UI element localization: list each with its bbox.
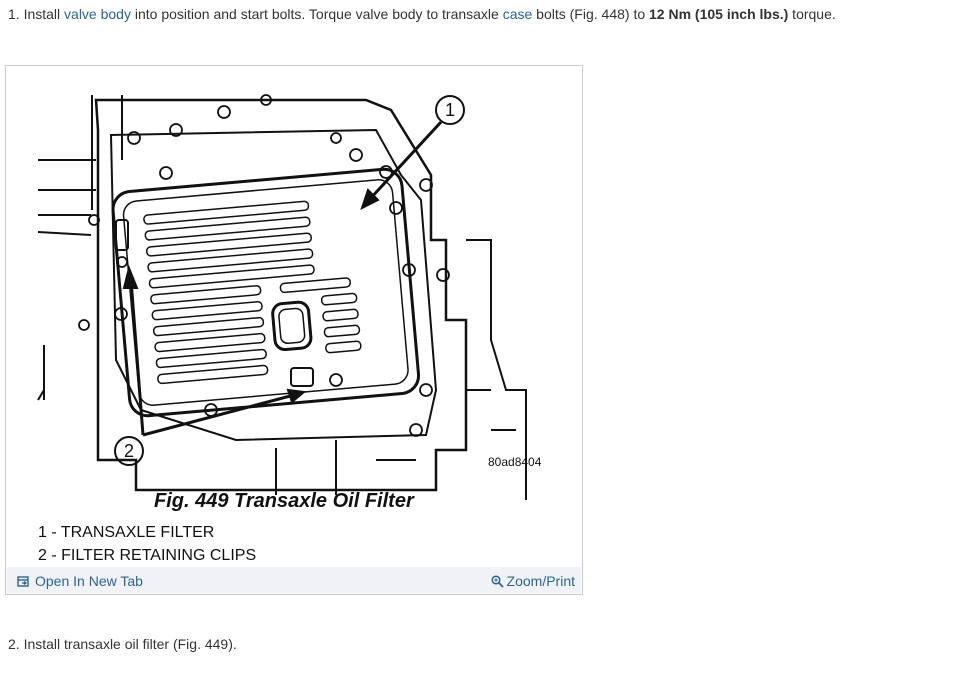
zoom-print-label: Zoom/Print: [506, 573, 575, 589]
open-in-new-tab-button[interactable]: Open In New Tab: [17, 573, 143, 589]
step-1-suffix: torque.: [788, 6, 836, 22]
step-1-mid-2: bolts (Fig. 448) to: [532, 6, 650, 22]
figure-code: 80ad8404: [488, 455, 542, 469]
callout-1-label: 1: [445, 100, 455, 120]
step-1-mid: into position and start bolts. Torque va…: [130, 6, 503, 22]
transaxle-filter-illustration: 1 2: [37, 94, 527, 500]
figure-footer: Open In New Tab Zoom/Print: [7, 567, 581, 593]
zoom-print-button[interactable]: Zoom/Print: [490, 573, 575, 589]
new-tab-icon: [17, 575, 29, 587]
figure-container: 1 2 80ad8404 Fig. 449 Transaxle Oil Filt…: [5, 65, 583, 595]
figure-title: Fig. 449 Transaxle Oil Filter: [154, 490, 414, 512]
valve-body-link[interactable]: valve body: [64, 6, 131, 22]
zoom-icon: [490, 574, 504, 588]
step-1-prefix: 1. Install: [8, 6, 65, 22]
torque-value: 12 Nm (105 inch lbs.): [649, 6, 789, 22]
step-2-text: 2. Install transaxle oil filter (Fig. 44…: [8, 636, 237, 652]
step-1-text: 1. Install valve body into position and …: [8, 5, 836, 23]
case-link[interactable]: case: [502, 6, 533, 22]
callout-2-label: 2: [124, 441, 134, 461]
legend-item-filter: 1 - TRANSAXLE FILTER: [38, 524, 215, 541]
open-in-new-tab-label: Open In New Tab: [35, 573, 143, 589]
legend-item-clips: 2 - FILTER RETAINING CLIPS: [38, 547, 257, 564]
